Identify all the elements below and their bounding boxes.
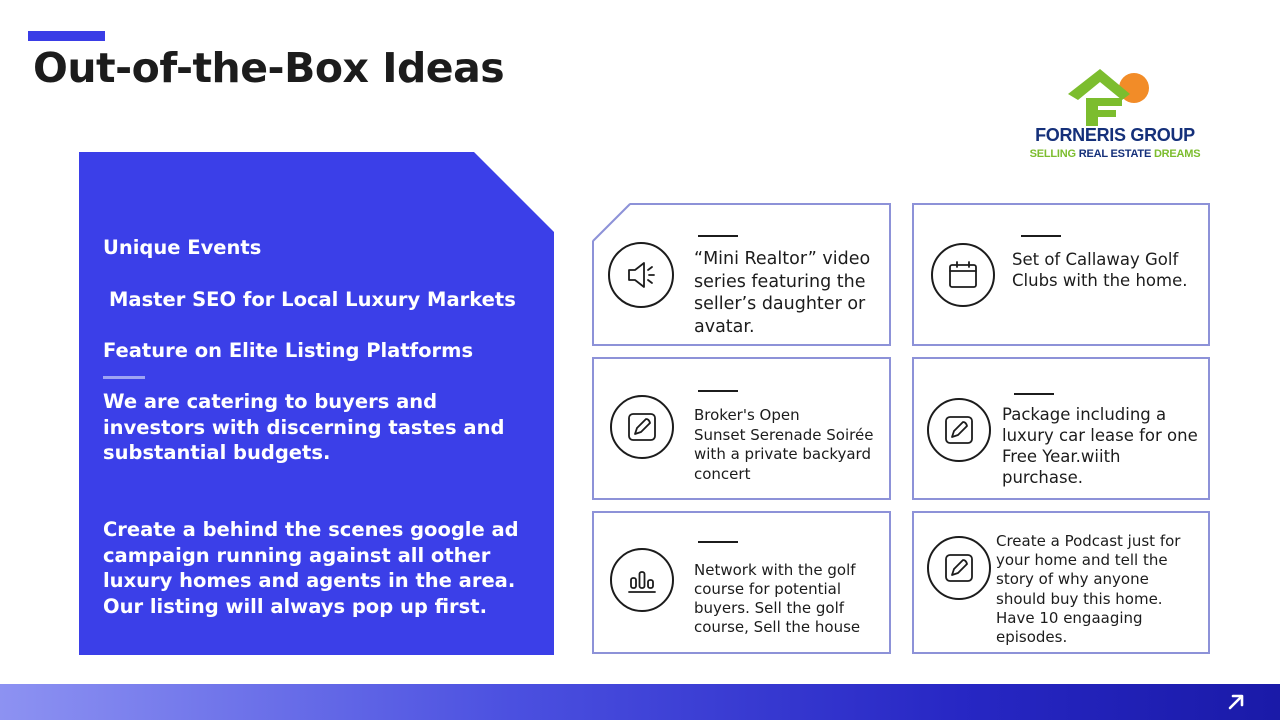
slide-title: Out-of-the-Box Ideas bbox=[33, 44, 505, 92]
card-dash bbox=[698, 235, 738, 237]
card-text: Package including a luxury car lease for… bbox=[1002, 405, 1198, 487]
edit-icon bbox=[927, 398, 991, 462]
calendar-icon bbox=[931, 243, 995, 307]
card-dash bbox=[1014, 393, 1054, 395]
bar-chart-icon bbox=[610, 548, 674, 612]
panel-divider bbox=[103, 376, 145, 379]
idea-card-brokers-open bbox=[592, 357, 891, 500]
forneris-logo: FORNERIS GROUP SELLING REAL ESTATE DREAM… bbox=[1020, 66, 1210, 166]
panel-line-listing-platforms: Feature on Elite Listing Platforms bbox=[103, 339, 474, 362]
panel-paragraph-buyers: We are catering to buyers and investors … bbox=[103, 390, 505, 464]
card-text: Set of Callaway Golf Clubs with the home… bbox=[1012, 250, 1188, 290]
card-text: Create a Podcast just for your home and … bbox=[996, 532, 1181, 647]
panel-line-seo: Master SEO for Local Luxury Markets bbox=[109, 288, 516, 311]
title-accent-bar bbox=[28, 31, 105, 41]
card-dash bbox=[698, 541, 738, 543]
card-dash bbox=[698, 390, 738, 392]
edit-icon bbox=[927, 536, 991, 600]
arrow-up-right-icon[interactable] bbox=[1226, 692, 1246, 712]
logo-mark-icon bbox=[1068, 69, 1149, 126]
megaphone-icon bbox=[608, 242, 674, 308]
panel-line-unique-events: Unique Events bbox=[103, 236, 262, 259]
card-dash bbox=[1021, 235, 1061, 237]
card-text: Broker's Open Sunset Serenade Soirée wit… bbox=[694, 406, 874, 483]
edit-icon bbox=[610, 395, 674, 459]
footer-gradient-bar bbox=[0, 684, 1280, 720]
highlights-panel bbox=[79, 152, 554, 655]
logo-name: FORNERIS GROUP bbox=[1035, 125, 1195, 145]
card-text: “Mini Realtor” video series featuring th… bbox=[694, 249, 871, 337]
logo-tagline: SELLING REAL ESTATE DREAMS bbox=[1029, 148, 1201, 160]
panel-paragraph-ad-campaign: Create a behind the scenes google ad cam… bbox=[103, 518, 519, 618]
card-text: Network with the golf course for potenti… bbox=[694, 561, 861, 636]
